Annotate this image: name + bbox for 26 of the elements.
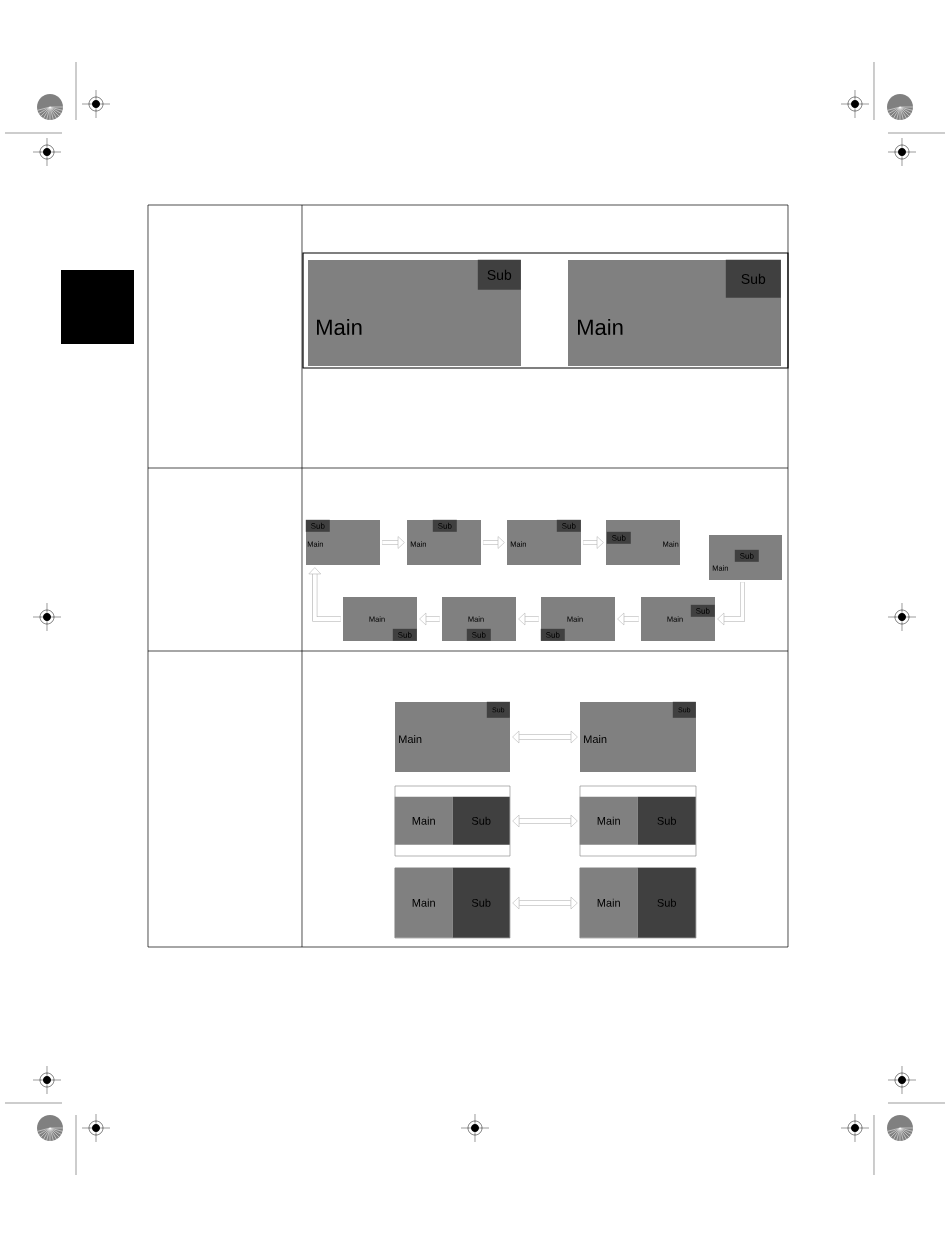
screen: Main xyxy=(394,867,453,938)
arrow xyxy=(512,730,578,744)
arrow xyxy=(617,612,639,626)
arrow xyxy=(308,567,341,622)
arrow xyxy=(717,582,745,626)
arrow xyxy=(382,536,405,549)
node-label: Main xyxy=(578,318,623,336)
screen: Main xyxy=(579,867,638,938)
arrow xyxy=(512,896,578,910)
arrow xyxy=(419,612,440,626)
sub-window: Sub xyxy=(452,867,510,938)
screen: Main xyxy=(394,796,453,845)
arrow xyxy=(512,814,578,828)
node-label: Main xyxy=(317,318,362,336)
arrow xyxy=(483,536,505,549)
arrow xyxy=(518,612,539,626)
sub-window: Sub xyxy=(637,867,696,938)
arrow xyxy=(583,536,604,549)
sub-window: Sub xyxy=(637,796,696,845)
sub-window: Sub xyxy=(725,259,781,298)
screen: Main xyxy=(579,796,638,845)
sub-window: Sub xyxy=(432,519,457,532)
sub-window: Sub xyxy=(305,519,330,532)
sub-window: Sub xyxy=(477,259,521,290)
sub-window: Sub xyxy=(452,796,510,845)
sub-window: Sub xyxy=(556,519,581,532)
